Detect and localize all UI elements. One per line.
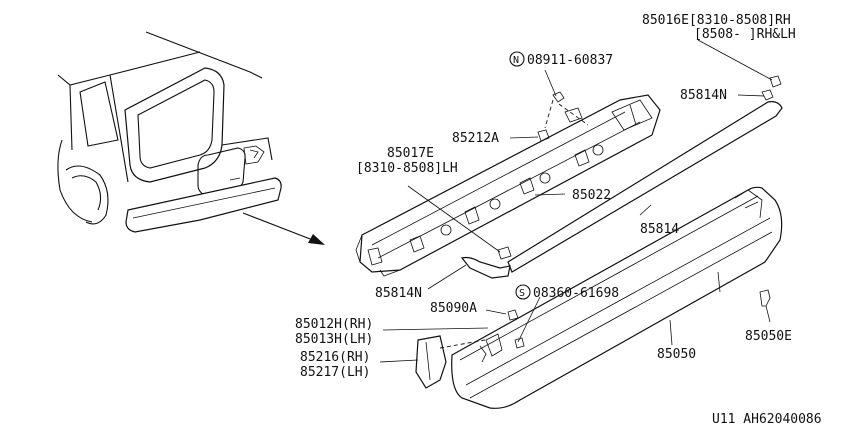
- label-85090a: 85090A: [430, 301, 477, 316]
- bumper-moulding-strip: [460, 89, 783, 279]
- label-85022: 85022: [572, 188, 611, 203]
- label-85814n-bottom: 85814N: [375, 286, 422, 301]
- side-bracket: [415, 333, 503, 389]
- screw-symbol-circle: [515, 284, 531, 300]
- label-08360-61698: 08360-61698: [533, 286, 619, 301]
- label-85016e-line1: 85016E[8310-8508]RH: [642, 13, 791, 28]
- label-85050e: 85050E: [745, 329, 792, 344]
- nut-symbol-letter: N: [513, 55, 519, 66]
- car-rear-illustration: [57, 31, 282, 233]
- label-85017e: 85017E: [387, 146, 434, 161]
- label-85017e-range: [8310-8508]LH: [356, 161, 458, 176]
- label-85050: 85050: [657, 347, 696, 362]
- screw-symbol-letter: S: [519, 288, 525, 299]
- fastener-nut: [537, 91, 589, 142]
- label-85814n-top: 85814N: [680, 88, 727, 103]
- leader-lines: [379, 39, 773, 363]
- label-08911-60837: 08911-60837: [527, 53, 613, 68]
- rear-bumper-fascia: [451, 186, 783, 409]
- bumper-reinforcement: [355, 94, 661, 277]
- label-85814: 85814: [640, 222, 679, 237]
- direction-arrow: [242, 212, 325, 245]
- part-labels: 85016E[8310-8508]RH [8508- ]RH&LH N 0891…: [295, 13, 822, 425]
- side-clips: [497, 75, 782, 260]
- label-85217: 85217(LH): [300, 365, 370, 380]
- label-85216: 85216(RH): [300, 350, 370, 365]
- nut-symbol-circle: [509, 51, 525, 67]
- label-85016e-line2: [8508- ]RH&LH: [694, 27, 796, 42]
- label-85212a: 85212A: [452, 131, 499, 146]
- label-85012h: 85012H(RH): [295, 317, 373, 332]
- footer-diagram-code: U11 AH62040086: [712, 412, 822, 425]
- label-85013h: 85013H(LH): [295, 332, 373, 347]
